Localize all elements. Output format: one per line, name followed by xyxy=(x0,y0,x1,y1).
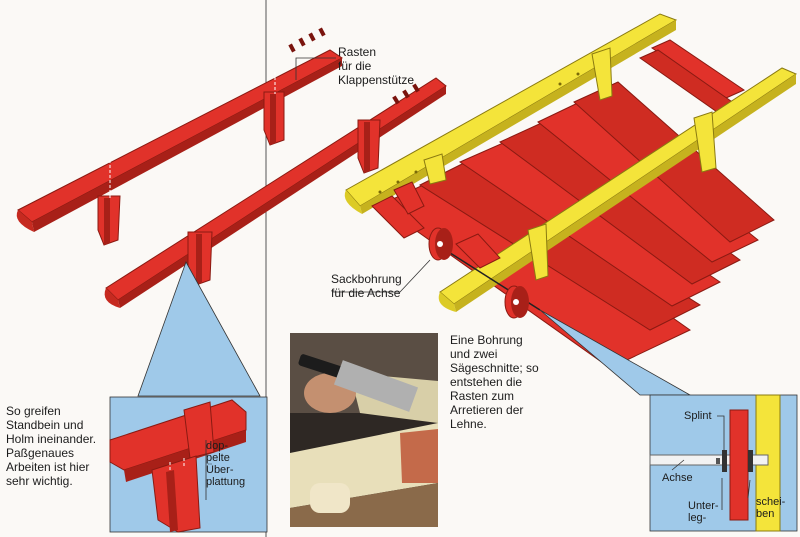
label-rasten-line: für die xyxy=(338,59,372,73)
lower-rail-leg-right xyxy=(357,119,381,174)
label-ueberplattung: dop- pelte Über- plattung xyxy=(206,440,245,488)
wheel-assembly xyxy=(428,227,541,319)
upper-rail-leg-right xyxy=(263,91,285,146)
label-scheiben: schei- ben xyxy=(756,496,785,520)
label-standbein-line: Arbeiten ist hier xyxy=(6,460,90,474)
label-bohrung-line: Lehne. xyxy=(450,417,487,431)
label-unterleg-line: leg- xyxy=(688,512,707,524)
label-achse: Achse xyxy=(662,472,693,484)
label-unterleg: Unter- leg- xyxy=(688,500,719,524)
label-standbein-line: Holm ineinander. xyxy=(6,432,97,446)
yellow-legs xyxy=(423,47,717,281)
label-ueberplattung-line: plattung xyxy=(206,476,246,488)
label-standbein-line: Standbein und xyxy=(6,418,84,432)
label-bohrung-line: Rasten zum xyxy=(450,389,515,403)
label-scheiben-line: schei- xyxy=(756,496,786,508)
label-unterleg-line: Unter- xyxy=(688,500,719,512)
label-sackbohrung: Sackbohrung für die Achse xyxy=(331,272,402,300)
upper-red-rail xyxy=(16,27,343,232)
label-ueberplattung-line: Über- xyxy=(206,464,234,476)
label-standbein-line: Paßgenaues xyxy=(6,446,75,460)
label-rasten-line: Rasten xyxy=(338,45,377,59)
loose-rungs xyxy=(371,181,501,269)
photo-sawing xyxy=(290,333,438,527)
label-bohrung-line: Eine Bohrung xyxy=(450,333,523,347)
upper-rail-leg-left xyxy=(97,195,121,246)
label-bohrung-line: entstehen die xyxy=(450,375,523,389)
callout-beam-left xyxy=(137,261,261,397)
label-rasten: Rasten für die Klappenstütze xyxy=(338,45,414,87)
lower-rail-leg-left xyxy=(187,231,213,286)
label-sackbohrung-line: Sackbohrung xyxy=(331,272,402,286)
label-ueberplattung-line: pelte xyxy=(206,452,230,464)
label-bohrung-line: Arretieren der xyxy=(450,403,524,417)
label-scheiben-line: ben xyxy=(756,508,775,520)
label-standbein: So greifen Standbein und Holm ineinander… xyxy=(6,404,96,488)
inset-axle-detail xyxy=(649,394,798,532)
label-standbein-line: sehr wichtig. xyxy=(6,474,73,488)
label-bohrung-line: Sägeschnitte; so xyxy=(450,361,539,375)
label-bohrung: Eine Bohrung und zwei Sägeschnitte; so e… xyxy=(450,333,539,431)
inset-joint-detail xyxy=(109,396,268,533)
label-ueberplattung-line: dop- xyxy=(206,440,229,452)
label-rasten-line: Klappenstütze xyxy=(338,73,415,87)
leader-lines xyxy=(295,57,431,293)
label-splint: Splint xyxy=(684,410,712,422)
label-sackbohrung-line: für die Achse xyxy=(331,286,401,300)
label-bohrung-line: und zwei xyxy=(450,347,498,361)
label-standbein-line: So greifen xyxy=(6,404,61,418)
